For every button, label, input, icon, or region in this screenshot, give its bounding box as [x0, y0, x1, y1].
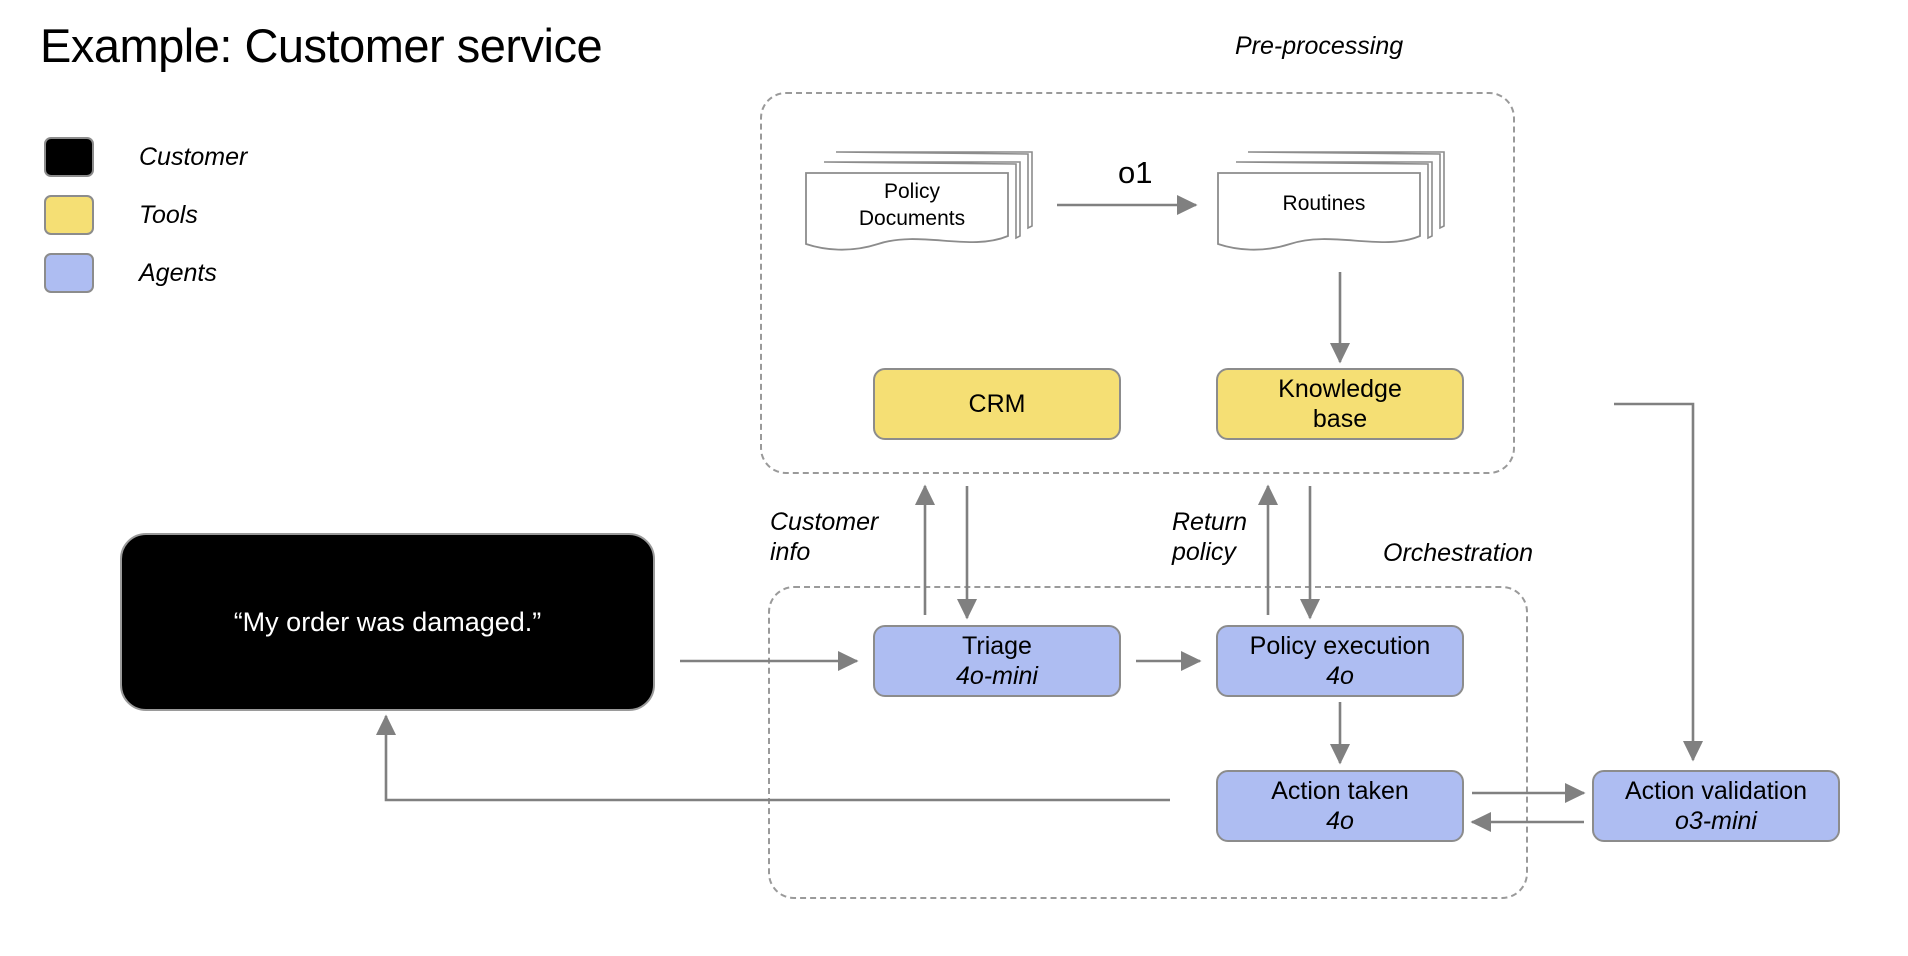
routines-stack: Routines: [1212, 140, 1452, 265]
node-triage-model: 4o-mini: [956, 662, 1038, 690]
edge-label-customer-info: Customer info: [770, 508, 879, 566]
legend-item-agents: Agents: [44, 244, 247, 302]
legend-label-agents: Agents: [139, 258, 217, 287]
node-crm[interactable]: CRM: [873, 368, 1121, 440]
node-action-taken-model: 4o: [1326, 807, 1354, 835]
node-crm-title: CRM: [968, 389, 1026, 418]
node-triage-title: Triage: [962, 631, 1032, 660]
node-policy-execution-model: 4o: [1326, 662, 1354, 690]
node-action-validation-model: o3-mini: [1675, 807, 1757, 835]
node-customer-text: “My order was damaged.”: [233, 606, 542, 637]
node-action-validation-title: Action validation: [1624, 776, 1808, 805]
policy-documents-stack: Policy Documents: [800, 140, 1040, 265]
legend-label-customer: Customer: [139, 142, 248, 171]
legend-label-tools: Tools: [139, 200, 198, 229]
node-knowledge-base-title: Knowledge: [1278, 374, 1402, 403]
legend-swatch-customer: [44, 137, 94, 177]
group-label-orchestration: Orchestration: [1383, 539, 1534, 567]
node-triage[interactable]: Triage 4o-mini: [873, 625, 1121, 697]
edge-label-o1: o1: [1118, 155, 1153, 190]
page-title: Example: Customer service: [40, 19, 603, 72]
node-action-validation[interactable]: Action validation o3-mini: [1592, 770, 1840, 842]
legend-item-customer: Customer: [44, 128, 247, 186]
node-customer[interactable]: “My order was damaged.”: [120, 533, 655, 711]
node-policy-execution-title: Policy execution: [1249, 631, 1431, 660]
edge-knowledge-base-to-action-validation: [1614, 402, 1704, 762]
node-action-taken-title: Action taken: [1271, 776, 1409, 805]
node-policy-execution[interactable]: Policy execution 4o: [1216, 625, 1464, 697]
group-label-preprocessing: Pre-processing: [1235, 32, 1404, 60]
legend-swatch-tools: [44, 195, 94, 235]
node-knowledge-base[interactable]: Knowledge base: [1216, 368, 1464, 440]
legend-swatch-agents: [44, 253, 94, 293]
group-preprocessing: [760, 92, 1515, 474]
node-knowledge-base-subtitle: base: [1312, 405, 1368, 433]
legend-item-tools: Tools: [44, 186, 247, 244]
legend: Customer Tools Agents: [44, 128, 247, 302]
node-action-taken[interactable]: Action taken 4o: [1216, 770, 1464, 842]
edge-label-return-policy: Return policy: [1172, 508, 1248, 566]
